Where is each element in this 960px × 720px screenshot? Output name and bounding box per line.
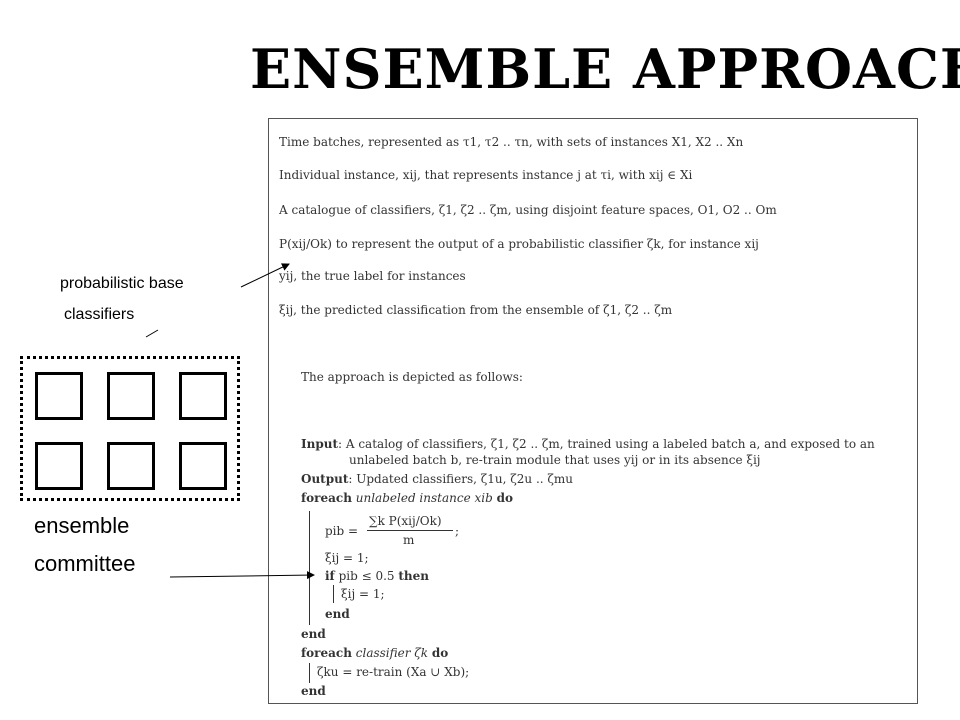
ensemble-committee-label-line1: ensemble <box>34 513 130 538</box>
foreach-classifier-line: foreach classifier ζk do <box>301 646 448 661</box>
classifier-square <box>35 372 83 420</box>
output-keyword: Output <box>301 472 349 486</box>
base-classifiers-arrow <box>240 263 290 288</box>
algorithm-output: Output: Updated classifiers, ζ1u, ζ2u ..… <box>301 472 573 487</box>
algorithm-input: Input: A catalog of classifiers, ζ1, ζ2 … <box>301 437 875 452</box>
page-title: ENSEMBLE APPROACH <box>250 37 960 101</box>
definition-line: ξij, the predicted classification from t… <box>279 303 673 317</box>
foreach-instance-text: unlabeled instance xib <box>355 491 493 505</box>
definition-line: Individual instance, xij, that represent… <box>279 168 693 182</box>
xi-assign-2: ξij = 1; <box>341 587 385 601</box>
algorithm-document: Time batches, represented as τ1, τ2 .. τ… <box>268 118 918 704</box>
input-keyword: Input <box>301 437 338 451</box>
if-keyword: if <box>325 569 335 583</box>
end-foreach-2: end <box>301 684 326 699</box>
pib-numerator: ∑k P(xij/Ok) <box>369 514 442 528</box>
foreach-classifier-text: classifier ζk <box>355 646 429 660</box>
pib-tail: ; <box>455 524 460 538</box>
end-if: end <box>325 607 350 622</box>
if-line: if pib ≤ 0.5 then <box>325 569 429 584</box>
classifier-square <box>179 442 227 490</box>
classifier-square <box>179 372 227 420</box>
then-keyword: then <box>398 569 429 583</box>
do-keyword: do <box>431 646 449 660</box>
foreach-instance-line: foreach unlabeled instance xib do <box>301 491 513 506</box>
base-classifiers-label-line2: classifiers <box>64 306 135 323</box>
loop-bracket <box>309 511 310 625</box>
ensemble-committee-box <box>20 356 240 501</box>
foreach-keyword: foreach <box>301 491 352 505</box>
ensemble-committee-label-line2: committee <box>34 551 136 576</box>
base-classifiers-tick <box>145 329 159 338</box>
classifier-square <box>107 372 155 420</box>
definition-line: A catalogue of classifiers, ζ1, ζ2 .. ζm… <box>279 203 777 217</box>
do-keyword: do <box>496 491 514 505</box>
if-bracket <box>333 585 334 603</box>
ensemble-committee-arrow <box>169 571 315 580</box>
xi-assign: ξij = 1; <box>325 551 369 565</box>
definition-line: Time batches, represented as τ1, τ2 .. τ… <box>279 135 744 149</box>
classifier-square <box>35 442 83 490</box>
end-keyword: end <box>301 627 326 641</box>
end-foreach-1: end <box>301 627 326 642</box>
definition-line: yij, the true label for instances <box>279 269 466 283</box>
classifier-square <box>107 442 155 490</box>
algorithm-input-continued: unlabeled batch b, re-train module that … <box>349 453 761 467</box>
if-condition: pib ≤ 0.5 <box>338 569 395 583</box>
definition-line: P(xij/Ok) to represent the output of a p… <box>279 237 759 251</box>
loop-bracket <box>309 663 310 683</box>
pib-denominator: m <box>403 533 415 547</box>
output-text: : Updated classifiers, ζ1u, ζ2u .. ζmu <box>348 472 574 486</box>
intro-text: The approach is depicted as follows: <box>301 370 523 384</box>
end-keyword: end <box>325 607 350 621</box>
end-keyword: end <box>301 684 326 698</box>
foreach-keyword: foreach <box>301 646 352 660</box>
retrain-line: ζku = re-train (Xa ∪ Xb); <box>317 665 470 679</box>
fraction-bar <box>367 530 453 531</box>
input-text: : A catalog of classifiers, ζ1, ζ2 .. ζm… <box>338 437 875 451</box>
pib-lhs: pib = <box>325 524 359 538</box>
base-classifiers-label-line1: probabilistic base <box>60 275 184 292</box>
